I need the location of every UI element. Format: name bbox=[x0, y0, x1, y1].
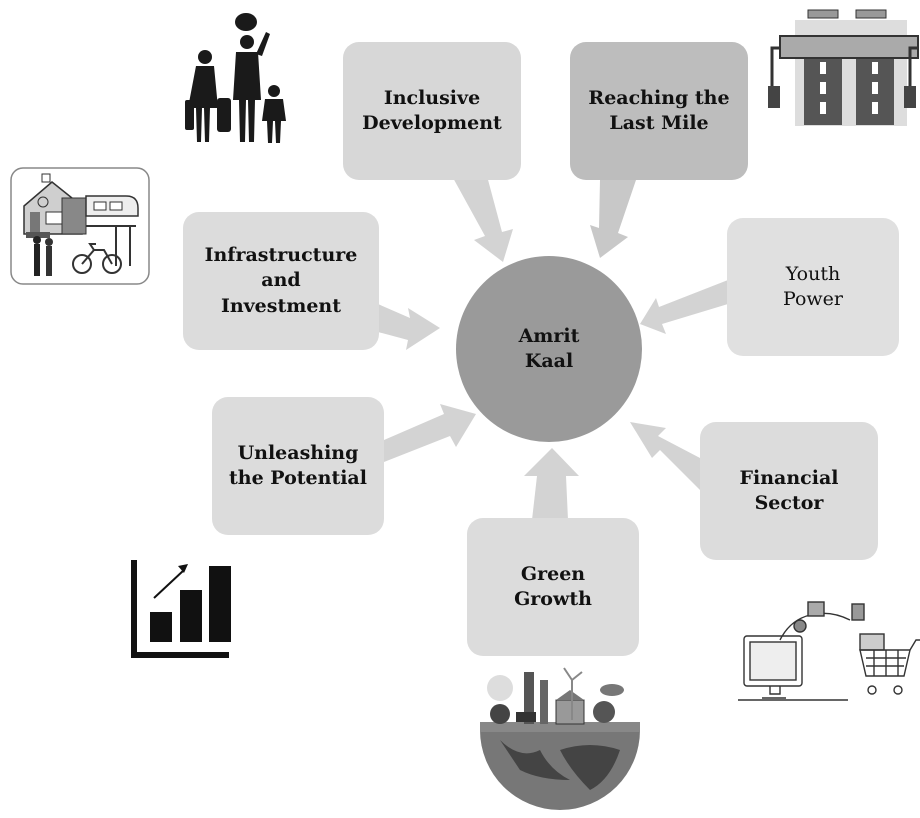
arrow-inclusive bbox=[452, 176, 513, 262]
house-and-transport-icon bbox=[10, 167, 150, 285]
road-icon bbox=[768, 9, 919, 126]
arrow-infrastructure bbox=[378, 304, 440, 350]
arrow-potential bbox=[384, 404, 476, 462]
arrow-youth bbox=[640, 280, 728, 334]
green-earth-icon bbox=[480, 667, 640, 810]
node-unleashing-potential: Unleashing the Potential bbox=[212, 397, 384, 535]
node-infrastructure-investment: Infrastructure and Investment bbox=[183, 212, 379, 350]
arrow-last-mile bbox=[590, 180, 636, 258]
node-inclusive-development: Inclusive Development bbox=[343, 42, 521, 180]
arrow-green bbox=[524, 448, 579, 520]
node-reaching-last-mile: Reaching the Last Mile bbox=[570, 42, 748, 180]
arrows bbox=[378, 176, 728, 520]
growth-chart-icon bbox=[131, 560, 231, 658]
node-youth-power: Youth Power bbox=[727, 218, 899, 356]
node-green-growth: Green Growth bbox=[467, 518, 639, 656]
arrow-financial bbox=[630, 422, 700, 490]
family-icon bbox=[185, 13, 286, 143]
center-hub: Amrit Kaal bbox=[456, 256, 642, 442]
node-financial-sector: Financial Sector bbox=[700, 422, 878, 560]
online-shopping-icon bbox=[738, 601, 920, 701]
